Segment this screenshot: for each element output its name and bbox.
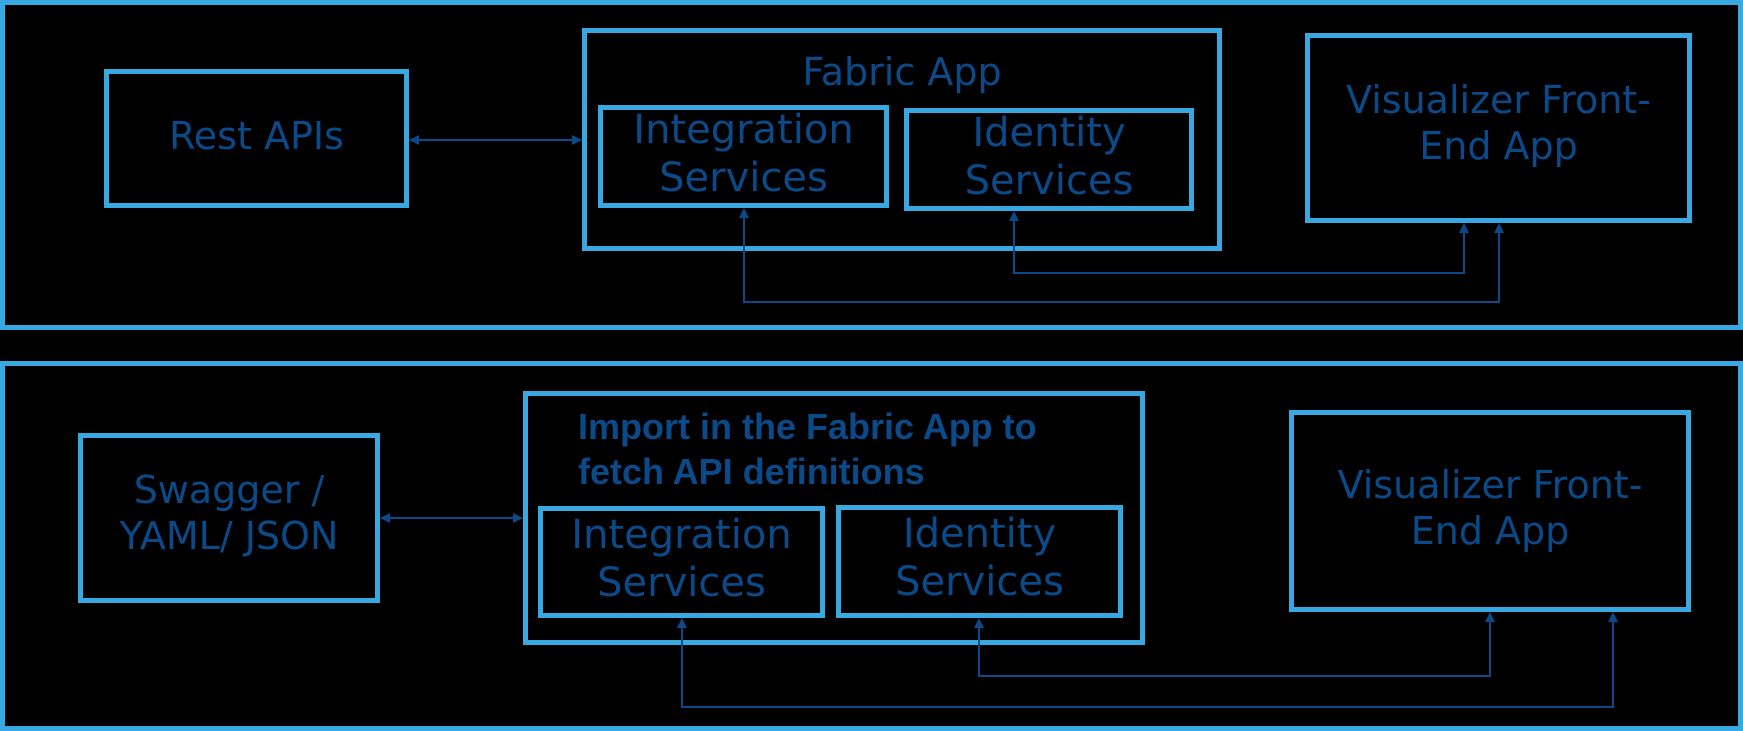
top-integration-services-label: Integration Services: [633, 107, 854, 201]
bottom-identity-services-label: Identity Services: [895, 511, 1064, 605]
top-integration-services-box[interactable]: Integration Services: [598, 105, 889, 208]
rest-apis-box[interactable]: Rest APIs: [104, 69, 409, 208]
import-fabric-app-box[interactable]: Import in the Fabric App to fetch API de…: [523, 391, 1145, 645]
fabric-app-title: Fabric App: [802, 50, 1002, 94]
top-integration-to-visualizer-arrow: [739, 208, 1504, 303]
bottom-identity-services-box[interactable]: Identity Services: [836, 505, 1123, 618]
top-identity-to-visualizer-arrow: [1009, 211, 1469, 274]
rest-apis-label: Rest APIs: [169, 114, 344, 158]
top-identity-services-label: Identity Services: [964, 110, 1134, 204]
top-visualizer-box[interactable]: Visualizer Front- End App: [1305, 33, 1692, 223]
import-fabric-app-title: Import in the Fabric App to fetch API de…: [578, 406, 1037, 492]
bottom-visualizer-label: Visualizer Front- End App: [1337, 463, 1643, 553]
fabric-app-box[interactable]: Fabric App: [582, 28, 1222, 251]
bottom-identity-to-visualizer-arrow: [974, 612, 1495, 677]
swagger-yaml-json-box[interactable]: Swagger / YAML/ JSON: [78, 433, 380, 603]
bottom-visualizer-box[interactable]: Visualizer Front- End App: [1289, 410, 1691, 612]
top-visualizer-label: Visualizer Front- End App: [1346, 78, 1651, 168]
top-panel: [0, 0, 1743, 330]
bottom-integration-services-label: Integration Services: [571, 512, 792, 606]
bottom-integration-to-visualizer-arrow: [677, 612, 1618, 708]
swagger-yaml-json-label: Swagger / YAML/ JSON: [119, 468, 339, 558]
bottom-panel: [0, 361, 1743, 731]
